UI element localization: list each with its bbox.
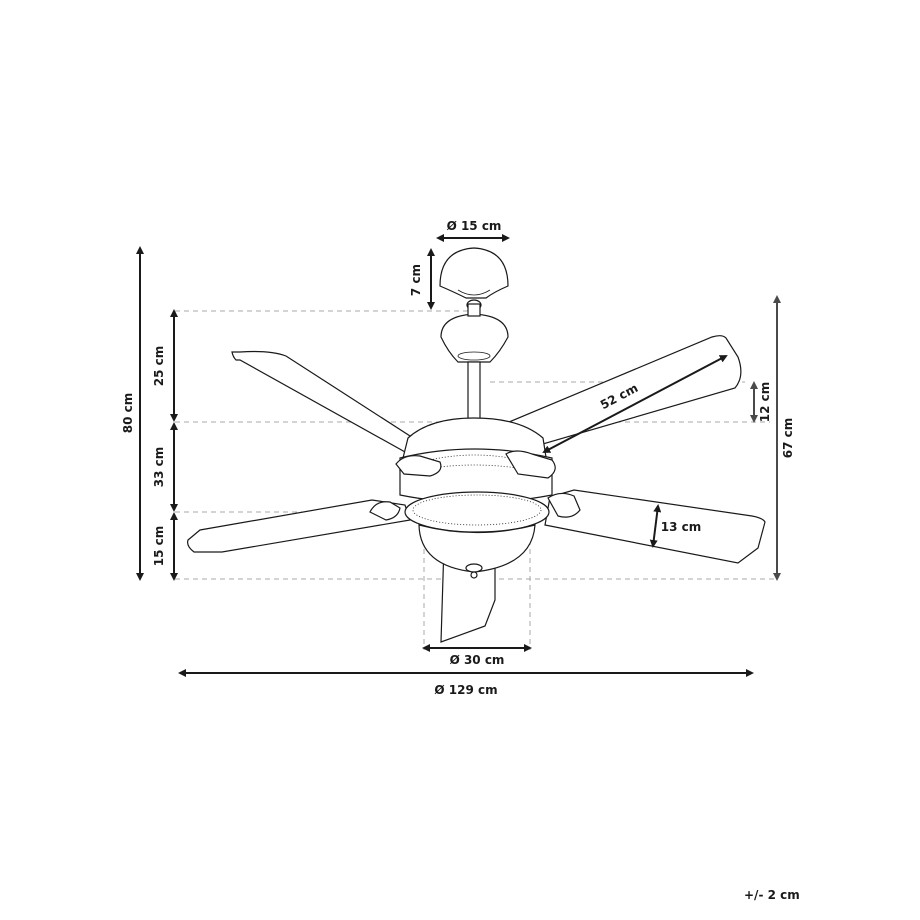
blade-bracket xyxy=(395,455,442,477)
fan-illustration xyxy=(187,247,766,643)
label-blade-width: 13 cm xyxy=(661,520,702,534)
glass-bowl xyxy=(418,524,536,573)
label-total-span: Ø 129 cm xyxy=(434,683,497,697)
label-motor-height: 33 cm xyxy=(152,447,166,488)
canopy xyxy=(439,247,509,299)
downrod xyxy=(467,361,481,423)
blade-bracket xyxy=(547,492,581,518)
label-height-without-canopy: 67 cm xyxy=(781,418,795,459)
blade-back-left xyxy=(231,350,425,458)
tolerance-note: +/- 2 cm xyxy=(744,888,800,902)
label-canopy-diameter: Ø 15 cm xyxy=(447,219,502,233)
label-downrod-height: 25 cm xyxy=(152,346,166,387)
downrod-coupler xyxy=(440,313,509,363)
dimension-lines xyxy=(136,234,781,677)
label-bowl-diameter: Ø 30 cm xyxy=(450,653,505,667)
blade-bracket xyxy=(505,450,556,479)
label-total-height: 80 cm xyxy=(121,393,135,434)
label-blade-tilt: 12 cm xyxy=(758,382,772,423)
light-kit-rim xyxy=(404,491,550,533)
blade-bracket xyxy=(369,501,401,521)
finial xyxy=(465,563,483,573)
label-bowl-height: 15 cm xyxy=(152,526,166,567)
label-canopy-height: 7 cm xyxy=(409,264,423,296)
blade-left xyxy=(187,499,411,553)
